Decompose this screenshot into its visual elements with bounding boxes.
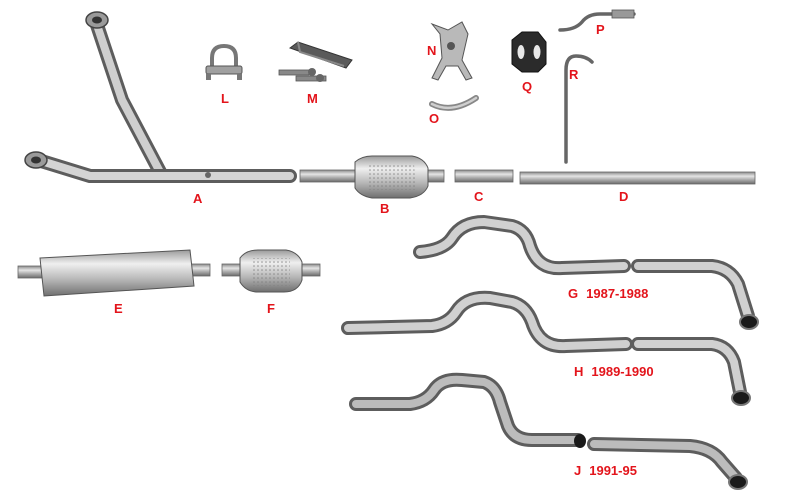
part-m-bracket: [278, 41, 353, 82]
label-j: J 1991-95: [574, 464, 637, 477]
label-m: M: [307, 91, 318, 106]
label-j-letter: J: [574, 463, 582, 478]
label-o: O: [429, 111, 440, 126]
label-d: D: [619, 189, 629, 204]
label-f: F: [267, 301, 275, 316]
part-e-muffler: [17, 249, 211, 297]
label-r: R: [569, 67, 579, 82]
part-c-pipe: [454, 169, 514, 183]
label-h-letter: H: [574, 364, 584, 379]
label-g-letter: G: [568, 286, 579, 301]
part-f-catalytic-converter: [221, 249, 321, 293]
part-r-rod: [564, 54, 594, 164]
label-h-years: 1989-1990: [591, 364, 654, 379]
label-g: G 1987-1988: [568, 287, 648, 300]
part-o-strap: [429, 95, 479, 111]
part-n-hanger: [430, 21, 473, 81]
label-a: A: [193, 191, 203, 206]
label-b: B: [380, 201, 390, 216]
label-c: C: [474, 189, 484, 204]
part-p-rod: [558, 9, 636, 32]
label-j-years: 1991-95: [589, 463, 637, 478]
label-p: P: [596, 22, 605, 37]
label-q: Q: [522, 79, 533, 94]
part-g-tailpipe: [413, 215, 759, 330]
part-l-clamp: [205, 43, 243, 80]
label-h: H 1989-1990: [574, 365, 654, 378]
label-g-years: 1987-1988: [586, 286, 649, 301]
part-j-tailpipe: [349, 372, 748, 490]
part-q-rubber-hanger: [511, 31, 547, 73]
label-e: E: [114, 301, 123, 316]
part-h-tailpipe: [341, 290, 751, 406]
part-a-y-pipe: [24, 11, 297, 183]
part-d-pipe: [519, 171, 756, 185]
label-l: L: [221, 91, 229, 106]
part-b-catalytic-converter: [299, 155, 445, 199]
label-n: N: [427, 43, 437, 58]
